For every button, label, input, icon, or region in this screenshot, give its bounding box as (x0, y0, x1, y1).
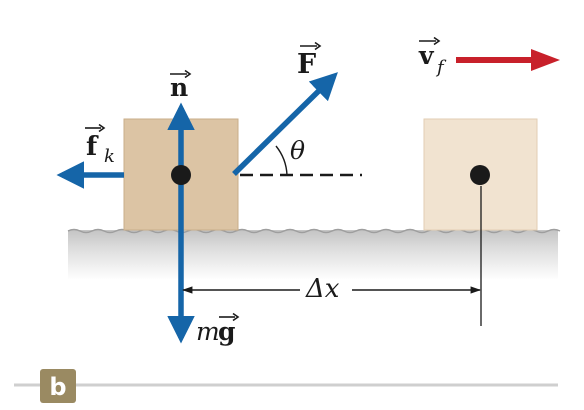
applied-force-label: F (297, 41, 322, 80)
final-velocity-label: v f (418, 36, 447, 78)
normal-force-symbol: n (170, 73, 188, 102)
vector-arrow-overbar-icon (419, 36, 441, 46)
block-initial-center-dot (171, 165, 191, 185)
panel-tag-label: b (49, 373, 66, 401)
final-velocity-arrow (456, 49, 560, 71)
applied-force-symbol: F (297, 49, 316, 80)
friction-force-subscript: k (104, 146, 115, 167)
angle-arc (275, 145, 288, 176)
vector-arrow-overbar-icon (300, 41, 322, 51)
vector-arrow-overbar-icon (219, 312, 240, 322)
vector-arrow-overbar-icon (85, 123, 106, 133)
final-velocity-symbol: v (418, 41, 435, 70)
ground-surface (67, 228, 561, 280)
displacement-label: Δx (305, 274, 340, 304)
friction-force-symbol: f (86, 132, 99, 162)
panel-tag: b (40, 369, 76, 403)
angle-label: θ (290, 136, 305, 165)
applied-force-arrow (232, 72, 338, 176)
gravity-force-label: m g (196, 312, 240, 346)
normal-force-label: n (170, 69, 192, 102)
gravity-force-symbol: g (218, 317, 235, 346)
friction-force-label: f k (85, 123, 115, 167)
vector-arrow-overbar-icon (170, 69, 192, 79)
final-velocity-subscript: f (435, 57, 447, 78)
block-final-center-dot (470, 165, 490, 185)
gravity-mass-prefix: m (196, 317, 220, 346)
